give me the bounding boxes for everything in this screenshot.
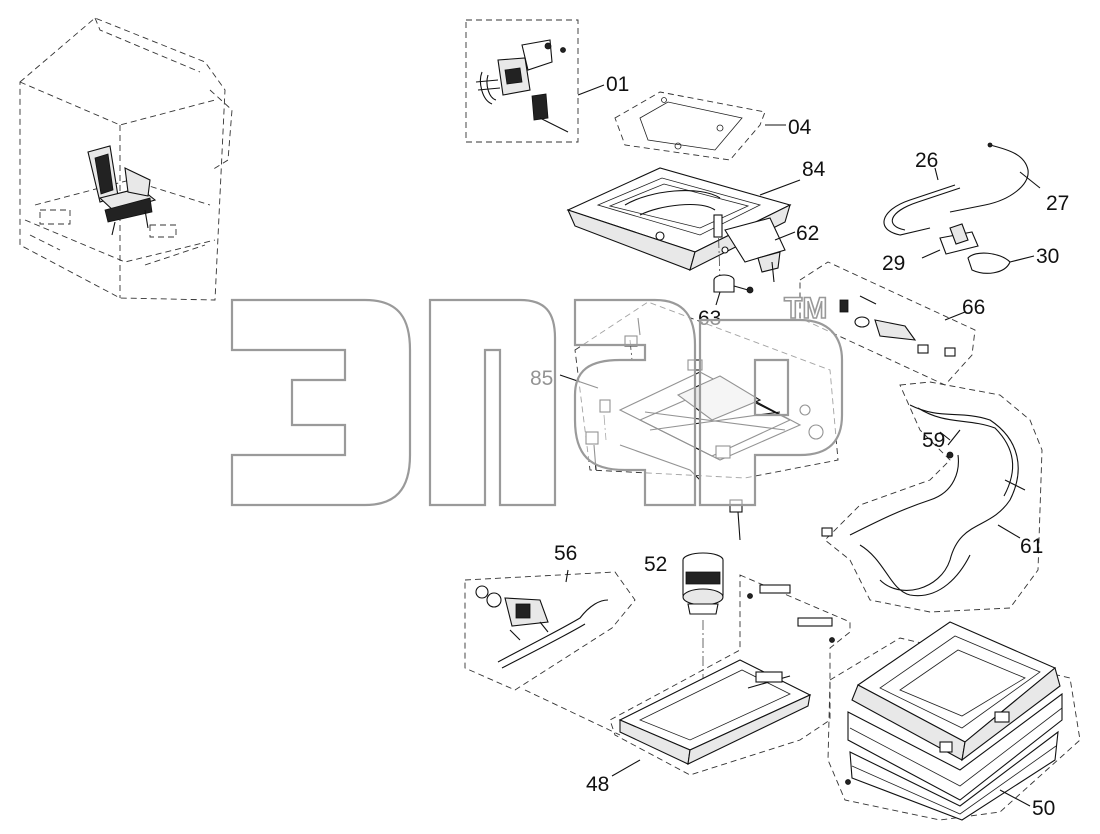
part-59-61-harness-illustration	[821, 381, 1043, 613]
part-66-illustration	[799, 261, 976, 386]
part-48-illustration	[524, 574, 851, 777]
part-26-27-cable-illustration	[883, 142, 1041, 236]
part-label-61: 61	[1020, 535, 1043, 558]
cab-overview-illustration	[19, 17, 233, 301]
part-label-26: 26	[915, 149, 938, 172]
cab-seat-icon	[87, 145, 157, 236]
part-50-illustration	[827, 621, 1081, 821]
part-01-illustration	[465, 19, 605, 143]
part-62-illustration	[713, 214, 796, 283]
part-label-50: 50	[1032, 797, 1055, 820]
watermark-logo: TM	[230, 291, 844, 507]
part-label-84: 84	[802, 158, 826, 181]
part-label-66: 66	[962, 296, 985, 319]
part-52-illustration	[682, 552, 724, 680]
part-63-illustration	[713, 274, 754, 306]
part-label-59: 59	[922, 429, 945, 452]
part-label-04: 04	[788, 116, 812, 139]
part-label-48: 48	[586, 773, 609, 796]
part-label-27: 27	[1046, 192, 1069, 215]
part-56-illustration	[464, 569, 636, 691]
part-label-30: 30	[1036, 245, 1059, 268]
part-29-30-pedal-illustration	[921, 223, 1035, 274]
watermark-trademark: TM	[784, 292, 827, 325]
part-label-01: 01	[606, 73, 629, 96]
part-04-illustration	[614, 91, 786, 161]
part-label-52: 52	[644, 553, 667, 576]
part-label-62: 62	[796, 222, 819, 245]
part-label-56: 56	[554, 542, 577, 565]
part-label-29: 29	[882, 252, 905, 275]
